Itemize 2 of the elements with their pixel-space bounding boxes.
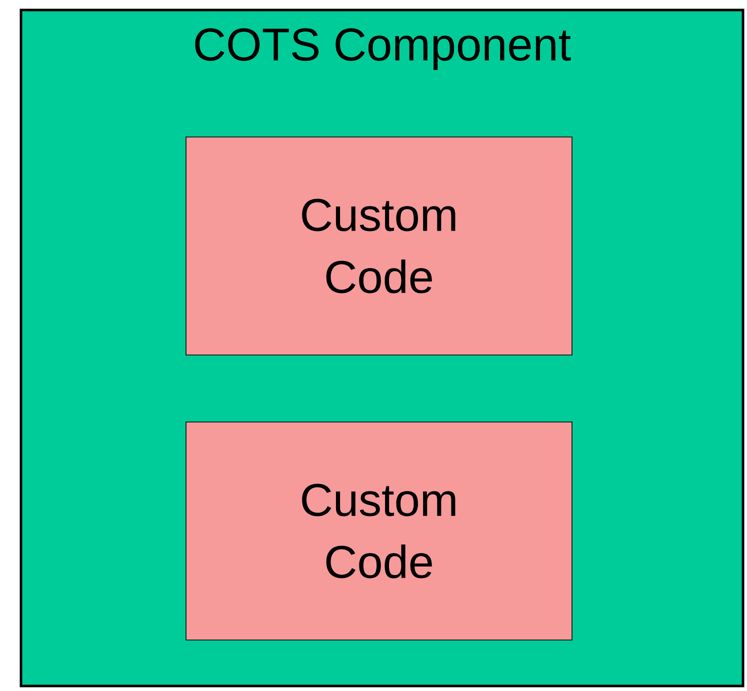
code-box: Custom Code (186, 136, 572, 356)
code-box: Custom Code (186, 422, 572, 640)
